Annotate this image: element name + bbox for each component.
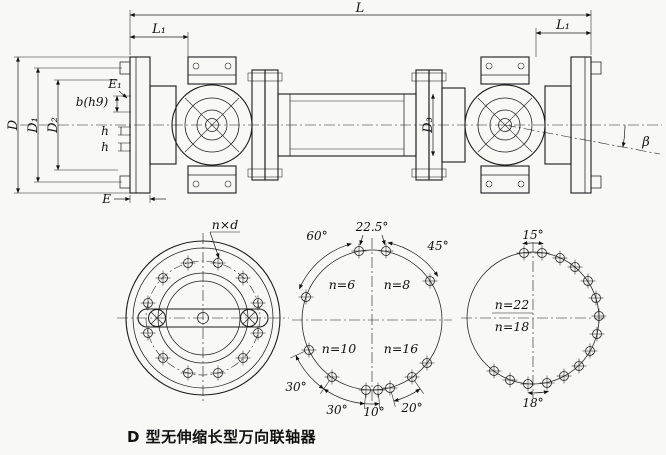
angle-15-label: 15° [522,228,543,242]
bolt-hole [589,326,605,342]
bolt-hole [250,325,266,341]
bolt-hole [422,273,438,289]
side-view: β L L₁ L₁ D D₁ D₂ b(h9) E₁ [6,1,662,206]
bolt-hole [370,382,386,398]
drawing-caption: D 型无伸缩长型万向联轴器 [127,428,317,446]
flange-outer-circle [125,240,281,396]
nxd-label: n×d [212,217,239,232]
bolt-hole [180,255,196,271]
bolt-hole [351,243,367,259]
n8-label: n=8 [384,277,411,292]
n22-label: n=22 [495,297,529,312]
bolt-hole [534,245,550,261]
dim-D-label: D [6,119,21,131]
angle-30-left-label: 30° [285,380,306,394]
dim-L1-left-label: L₁ [151,22,166,37]
bolt-hole [486,363,502,379]
beta-angle: β [504,124,661,155]
dim-E-label: E [101,192,111,206]
bolt-hole [301,342,317,358]
bolt-hole [250,295,266,311]
n10-label: n=10 [322,341,356,356]
bolt-hole [382,380,398,396]
bolt-hole [552,250,568,266]
bolt-hole [298,289,314,305]
dim-h-top-label: h [101,124,109,138]
left-universal-joint [171,56,253,194]
bearing-cap-top [480,56,530,85]
bolt-pattern-diagram-mid: 60° 22.5° 45° n=6 n=8 n=10 n=16 30° 30° … [285,220,452,419]
bolt-hole [180,365,196,381]
dim-L-label: L [355,1,365,16]
flange-front-view: n×d [117,217,289,404]
bolt-hole [378,243,394,259]
bolt-hole [502,372,518,388]
bolt-hole [556,368,572,384]
bolt-hole [140,295,156,311]
bolt-hole [580,273,596,289]
n16-label: n=16 [384,341,418,356]
bolt-circle [145,260,261,376]
bearing-cap-bottom [187,165,237,194]
bolt-hole [324,369,340,385]
n18-label: n=18 [495,319,529,334]
bearing-cap-bottom [480,165,530,194]
dim-L1-right-label: L₁ [555,18,570,33]
angle-18-label: 18° [522,396,543,410]
angle-45-label: 45° [426,239,448,253]
dim-h-bottom-label: h [101,140,109,154]
angle-22-5-label: 22.5° [355,220,389,234]
bolt-hole [404,369,420,385]
angle-10-label: 10° [363,405,384,419]
dim-beta-label: β [641,135,650,150]
right-end-flange [544,56,602,194]
center-tube [247,69,466,181]
bolt-hole [210,365,226,381]
bolt-hole [571,358,587,374]
bolt-hole [210,255,226,271]
angle-60-label: 60° [306,229,327,243]
angle-20-label: 20° [400,401,422,415]
bolt-hole [140,325,156,341]
bolt-pattern-diagram-right: 15° n=22 n=18 18° [461,228,607,410]
angle-30-bottom-label: 30° [326,403,347,417]
bolt-hole [235,270,251,286]
dim-E1-label: E₁ [107,77,122,91]
dim-D2-label: D₂ [46,117,61,134]
dim-D1-label: D₁ [26,117,41,134]
bolt-hole [582,343,598,359]
bearing-cap-top [187,56,237,85]
dim-D3-label: D₃ [421,117,436,134]
dim-b-label: b(h9) [76,95,109,109]
left-end-flange [119,56,177,194]
bolt-hole [419,355,435,371]
bolt-hole [588,290,604,306]
bolt-hole [591,308,607,324]
bolt-hole [539,375,555,391]
n6-label: n=6 [329,277,356,292]
bolt-hole [516,245,532,261]
